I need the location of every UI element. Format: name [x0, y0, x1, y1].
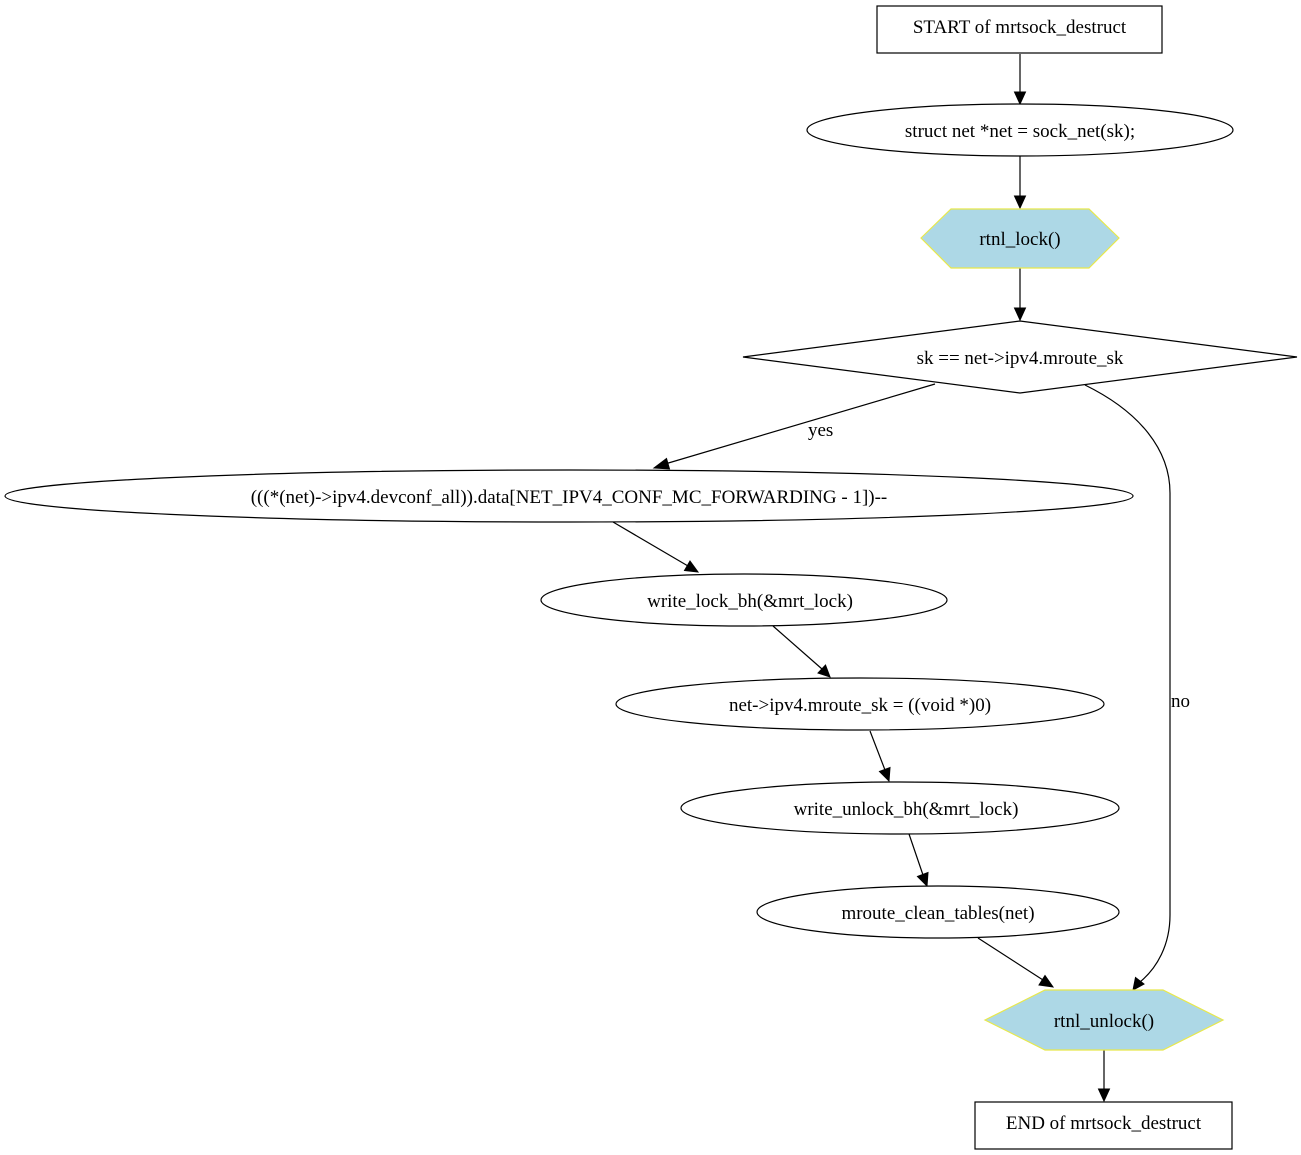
- node-end-label: END of mrtsock_destruct: [1006, 1113, 1202, 1134]
- edge-n2-to-n3: [1013, 268, 1027, 322]
- node-n9: rtnl_unlock(): [983, 989, 1225, 1051]
- node-n6: net->ipv4.mroute_sk = ((void *)0): [615, 677, 1105, 731]
- node-n8-label: mroute_clean_tables(net): [841, 903, 1034, 924]
- node-n3-label: sk == net->ipv4.mroute_sk: [917, 348, 1124, 369]
- edge-start-to-n1: [1013, 54, 1027, 106]
- edge-label-yes: yes: [808, 420, 833, 441]
- edge-n9-to-end: [1097, 1050, 1111, 1103]
- node-n6-label: net->ipv4.mroute_sk = ((void *)0): [729, 695, 991, 716]
- edge-n7-to-n8: [908, 833, 929, 888]
- node-n1: struct net *net = sock_net(sk);: [806, 103, 1234, 157]
- node-n2: rtnl_lock(): [920, 208, 1120, 269]
- node-n4-label: (((*(net)->ipv4.devconf_all)).data[NET_I…: [251, 487, 888, 508]
- node-n5: write_lock_bh(&mrt_lock): [540, 573, 948, 627]
- node-n5-label: write_lock_bh(&mrt_lock): [647, 591, 853, 612]
- edge-n5-to-n6: [772, 625, 831, 678]
- edge-n3-to-n4: yes: [652, 383, 936, 470]
- node-n9-label: rtnl_unlock(): [1054, 1011, 1154, 1032]
- node-start: START of mrtsock_destruct: [876, 5, 1163, 54]
- node-start-label: START of mrtsock_destruct: [913, 17, 1127, 38]
- edge-n3-to-n9: no: [1084, 384, 1190, 991]
- edge-n1-to-n2: [1013, 156, 1027, 210]
- node-n1-label: struct net *net = sock_net(sk);: [905, 121, 1135, 142]
- edge-n8-to-n9: [977, 937, 1055, 988]
- edge-n6-to-n7: [869, 730, 891, 783]
- edges: yes no: [612, 54, 1190, 1103]
- node-n7-label: write_unlock_bh(&mrt_lock): [794, 799, 1019, 820]
- node-n8: mroute_clean_tables(net): [756, 885, 1120, 939]
- node-n7: write_unlock_bh(&mrt_lock): [680, 781, 1120, 835]
- edge-label-no: no: [1171, 691, 1190, 712]
- node-end: END of mrtsock_destruct: [974, 1101, 1233, 1150]
- nodes: START of mrtsock_destruct struct net *ne…: [4, 5, 1298, 1150]
- node-n3: sk == net->ipv4.mroute_sk: [742, 320, 1298, 394]
- node-n2-label: rtnl_lock(): [979, 229, 1060, 250]
- node-n4: (((*(net)->ipv4.devconf_all)).data[NET_I…: [4, 469, 1134, 523]
- edge-n4-to-n5: [612, 521, 700, 573]
